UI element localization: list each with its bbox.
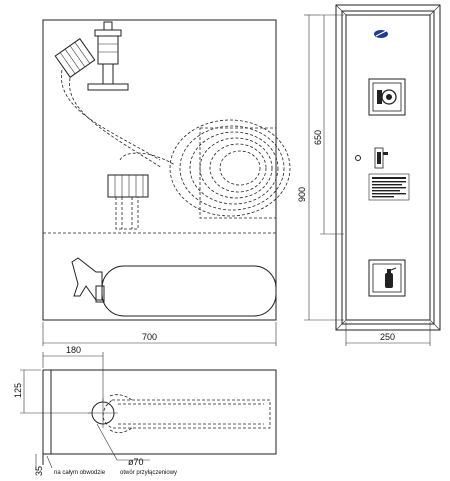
hole-note: otwór przyłączeniowy [120, 470, 177, 476]
dim-650-label: 650 [313, 130, 323, 145]
dim-700: 700 [42, 322, 277, 346]
valve-icon [54, 21, 129, 91]
dim-900: 900 [297, 14, 344, 321]
panel-view [335, 4, 441, 331]
fire-extinguisher-icon [368, 259, 406, 297]
hose-path [61, 69, 161, 161]
wall-note: na całym obwodzie [54, 470, 106, 476]
hose-coil [169, 119, 291, 219]
top-view [42, 369, 277, 465]
dim-125-label: 125 [13, 383, 23, 398]
dim-180-label: 180 [66, 345, 81, 355]
dim-125: 125 [13, 369, 92, 414]
brand-logo-icon [374, 30, 388, 38]
hole-callout: ø70 otwór przyłączeniowy [96, 423, 177, 476]
hole-diameter-label: ø70 [128, 457, 144, 467]
front-cabinet-outline [42, 19, 277, 321]
lock-icon [355, 155, 361, 161]
wall-callout: na całym obwodzie [46, 455, 106, 476]
front-extinguisher [71, 257, 277, 317]
dim-250-label: 250 [380, 332, 395, 342]
dim-650: 650 [313, 14, 344, 235]
info-sticker [368, 173, 410, 201]
dim-35-label: 35 [34, 466, 44, 476]
panel-outer-frame [335, 4, 441, 331]
dim-900-label: 900 [297, 187, 307, 202]
front-view [42, 19, 291, 321]
hose-reel-icon [368, 78, 406, 116]
dim-700-label: 700 [142, 332, 157, 342]
indicator-icon [374, 147, 388, 169]
top-view-outline [42, 369, 277, 455]
lower-coupling-icon [107, 174, 149, 230]
dim-180: 180 [42, 345, 104, 402]
dim-35: 35 [34, 454, 44, 476]
dim-250: 250 [345, 322, 431, 346]
